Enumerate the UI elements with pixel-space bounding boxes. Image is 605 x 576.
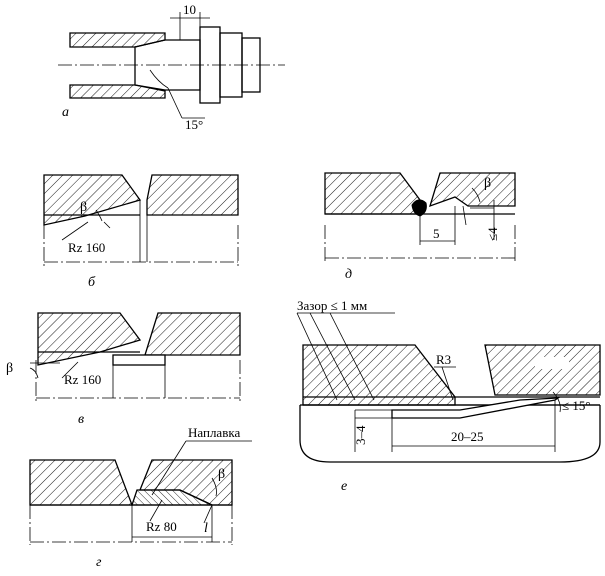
roughness-g-label: Rz 80 xyxy=(146,519,177,534)
radius-r3-label: R3 xyxy=(436,352,451,367)
roughness-v-label: Rz 160 xyxy=(64,372,101,387)
panel-b: β Rz 160 б xyxy=(43,174,239,290)
caption-g: г xyxy=(96,555,102,570)
panel-e: Зазор ≤ 1 мм R3 3–4 20–25 ≤ 15° е xyxy=(296,298,601,494)
beta-g-label: β xyxy=(218,467,225,482)
dim-le4-label: ≤4 xyxy=(485,227,500,241)
caption-v: в xyxy=(78,412,84,427)
beta-d-label: β xyxy=(484,176,491,191)
dim-3-4-label: 3–4 xyxy=(353,425,368,445)
angle-15-label: 15° xyxy=(185,117,203,132)
overlay-note-label: Наплавка xyxy=(188,425,240,440)
beta-b-label: β xyxy=(80,200,87,215)
length-l-label: l xyxy=(204,521,208,536)
dim-20-25-label: 20–25 xyxy=(451,429,484,444)
dim-10-label: 10 xyxy=(183,2,196,17)
caption-b: б xyxy=(88,275,96,290)
panel-g: Наплавка β Rz 80 l г xyxy=(29,425,252,570)
roughness-b-label: Rz 160 xyxy=(68,240,105,255)
angle-le15-label: ≤ 15° xyxy=(562,398,591,413)
panel-a: 10 15° а xyxy=(58,2,285,132)
caption-d: д xyxy=(345,267,352,282)
caption-a: а xyxy=(62,105,69,120)
dim-5-label: 5 xyxy=(433,226,440,241)
panel-v: β Rz 160 в xyxy=(6,312,241,427)
caption-e: е xyxy=(341,479,347,494)
panel-d: 5 ≤4 β д xyxy=(324,172,516,282)
beta-v-label: β xyxy=(6,361,13,376)
gap-note-label: Зазор ≤ 1 мм xyxy=(297,298,367,313)
